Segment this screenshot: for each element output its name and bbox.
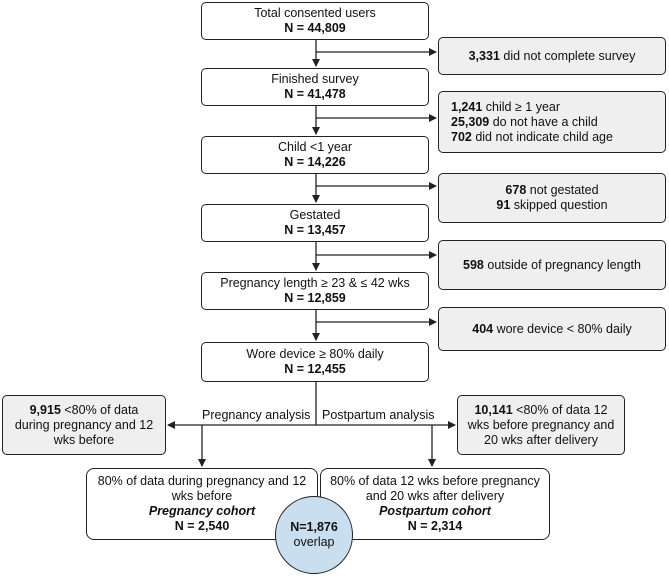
exclusion-box-4: 598 outside of pregnancy length (438, 240, 666, 290)
box-label: Pregnancy length ≥ 23 & ≤ 42 wks (220, 276, 410, 290)
postpartum-cohort-box: 80% of data 12 wks before pregnancy and … (320, 468, 550, 540)
cohort-name: Pregnancy cohort (148, 504, 256, 518)
box-child-under-1: Child <1 year N = 14,226 (201, 136, 429, 174)
exclusion-box-2: 1,241 child ≥ 1 year 25,309 do not have … (438, 91, 666, 153)
exclusion-box-3: 678 not gestated 91 skipped question (438, 173, 666, 223)
box-label: Wore device ≥ 80% daily (246, 347, 384, 361)
exclusion-box-1: 3,331 did not complete survey (438, 37, 666, 75)
pregnancy-exclusion-box: 9,915 <80% of data during pregnancy and … (2, 395, 166, 455)
pregnancy-analysis-label: Pregnancy analysis (200, 408, 313, 422)
box-gestated: Gestated N = 13,457 (201, 204, 429, 242)
cohort-desc: 80% of data during pregnancy and 12 wks … (97, 474, 307, 503)
exclusion-line: 25,309 do not have a child (451, 114, 598, 129)
box-total-consented: Total consented users N = 44,809 (201, 2, 429, 40)
box-n: N = 13,457 (284, 223, 346, 237)
box-pregnancy-length: Pregnancy length ≥ 23 & ≤ 42 wks N = 12,… (201, 272, 429, 310)
box-label: Finished survey (271, 72, 359, 86)
exclusion-line: 91 skipped question (496, 198, 608, 212)
box-n: N = 14,226 (284, 155, 346, 169)
box-label: Gestated (289, 208, 341, 222)
box-n: N = 41,478 (284, 87, 346, 101)
box-label: Child <1 year (278, 140, 352, 154)
box-n: N = 12,455 (284, 362, 346, 376)
cohort-name: Postpartum cohort (379, 504, 491, 518)
box-n: N = 12,859 (284, 291, 346, 305)
box-n: N = 44,809 (284, 21, 346, 35)
postpartum-analysis-label: Postpartum analysis (320, 408, 437, 422)
exclusion-line: 3,331 did not complete survey (468, 48, 636, 63)
exclusion-line: 678 not gestated (505, 183, 599, 197)
postpartum-exclusion-box: 10,141 <80% of data 12 wks before pregna… (457, 395, 625, 455)
box-wore-device: Wore device ≥ 80% daily N = 12,455 (201, 342, 429, 382)
pregnancy-cohort-box: 80% of data during pregnancy and 12 wks … (86, 468, 318, 540)
exclusion-line: 598 outside of pregnancy length (463, 257, 641, 272)
cohort-desc: 80% of data 12 wks before pregnancy and … (330, 474, 540, 503)
exclusion-line: 9,915 <80% of data during pregnancy and … (14, 402, 154, 447)
overlap-label: overlap (293, 535, 335, 549)
cohort-n: N = 2,540 (174, 519, 230, 533)
overlap-circle: N=1,876 overlap (275, 496, 353, 574)
exclusion-line: 702 did not indicate child age (451, 129, 613, 144)
cohort-n: N = 2,314 (407, 519, 463, 533)
exclusion-box-5: 404 wore device < 80% daily (438, 307, 666, 351)
exclusion-line: 1,241 child ≥ 1 year (451, 99, 561, 114)
exclusion-line: 404 wore device < 80% daily (472, 321, 632, 336)
overlap-n: N=1,876 (290, 520, 338, 534)
exclusion-line: 10,141 <80% of data 12 wks before pregna… (467, 402, 615, 447)
box-finished-survey: Finished survey N = 41,478 (201, 68, 429, 106)
box-label: Total consented users (254, 6, 376, 20)
